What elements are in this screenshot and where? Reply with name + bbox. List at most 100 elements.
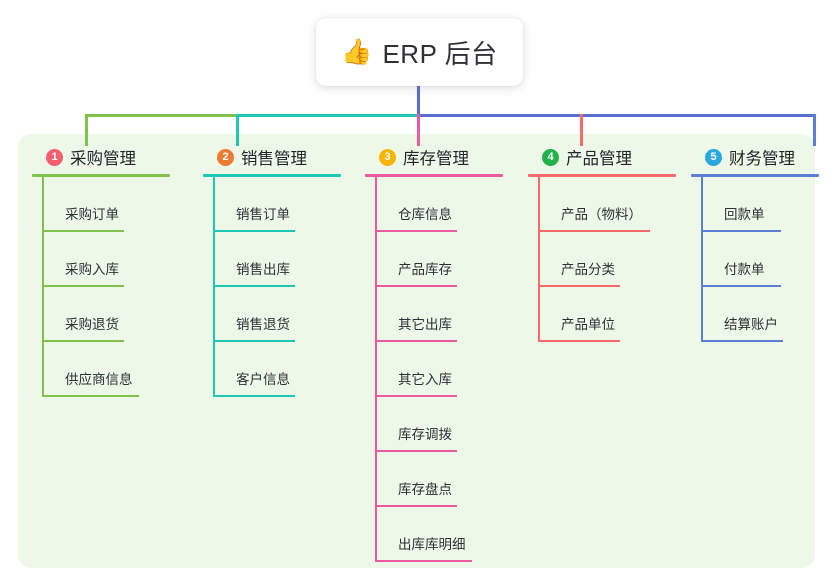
leaf-item[interactable]: 产品库存 bbox=[375, 232, 515, 287]
branch-header-3[interactable]: 3 库存管理 bbox=[365, 145, 515, 169]
leaf-item-underline bbox=[213, 395, 295, 397]
branch-items: 采购订单采购入库采购退货供应商信息 bbox=[42, 177, 182, 397]
branch-title: 销售管理 bbox=[241, 150, 307, 168]
branch-spine bbox=[375, 177, 377, 562]
leaf-item-underline bbox=[213, 340, 295, 342]
root-node-card[interactable]: 👍 ERP 后台 bbox=[316, 18, 523, 86]
leaf-item-label: 产品分类 bbox=[561, 262, 615, 277]
branch-header-5[interactable]: 5 财务管理 bbox=[691, 145, 831, 169]
root-node-title: ERP 后台 bbox=[382, 38, 498, 69]
leaf-item-label: 销售出库 bbox=[236, 262, 290, 277]
branch-drop-2 bbox=[236, 114, 239, 146]
leaf-item-label: 销售订单 bbox=[236, 207, 290, 222]
branch-title: 库存管理 bbox=[403, 150, 469, 168]
leaf-item-label: 采购订单 bbox=[65, 207, 119, 222]
leaf-item-underline bbox=[538, 285, 620, 287]
leaf-item-underline bbox=[42, 285, 124, 287]
branch-number-badge: 4 bbox=[542, 148, 559, 166]
leaf-item[interactable]: 付款单 bbox=[701, 232, 831, 287]
branch-number-badge: 1 bbox=[46, 148, 63, 166]
leaf-item[interactable]: 库存盘点 bbox=[375, 452, 515, 507]
leaf-item[interactable]: 库存调拨 bbox=[375, 397, 515, 452]
leaf-item-label: 产品（物料） bbox=[561, 207, 642, 222]
branch-header-2[interactable]: 2 销售管理 bbox=[203, 145, 353, 169]
leaf-item-underline bbox=[213, 285, 295, 287]
branch-number-badge: 2 bbox=[217, 148, 234, 166]
branch-drop-1 bbox=[85, 114, 88, 146]
trunk-connector bbox=[417, 86, 420, 116]
leaf-item-label: 回款单 bbox=[724, 207, 765, 222]
leaf-item-underline bbox=[375, 285, 457, 287]
leaf-item-underline bbox=[538, 340, 620, 342]
branch-underline bbox=[32, 174, 170, 177]
branch-column-4: 4 产品管理产品（物料） 产品分类产品单位 bbox=[528, 145, 688, 342]
leaf-item-underline bbox=[701, 340, 783, 342]
branch-items: 回款单付款单结算账户 bbox=[701, 177, 831, 342]
leaf-item[interactable]: 客户信息 bbox=[213, 342, 353, 397]
leaf-item-underline bbox=[701, 285, 781, 287]
leaf-item[interactable]: 产品单位 bbox=[538, 287, 688, 342]
bus-segment-blue bbox=[417, 114, 815, 117]
leaf-item[interactable]: 其它入库 bbox=[375, 342, 515, 397]
branch-title: 采购管理 bbox=[70, 150, 136, 168]
leaf-item-underline bbox=[213, 230, 295, 232]
leaf-item-label: 产品库存 bbox=[398, 262, 452, 277]
diagram-panel bbox=[18, 134, 815, 568]
leaf-item[interactable]: 采购退货 bbox=[42, 287, 182, 342]
branch-underline bbox=[528, 174, 676, 177]
leaf-item-underline bbox=[701, 230, 781, 232]
branch-items: 仓库信息产品库存其它出库其它入库库存调拨库存盘点出库库明细 bbox=[375, 177, 515, 562]
branch-underline bbox=[691, 174, 819, 177]
branch-spine bbox=[701, 177, 703, 342]
leaf-item-label: 销售退货 bbox=[236, 317, 290, 332]
leaf-item-label: 库存盘点 bbox=[398, 482, 452, 497]
leaf-item-underline bbox=[375, 395, 457, 397]
leaf-item[interactable]: 结算账户 bbox=[701, 287, 831, 342]
branch-column-3: 3 库存管理仓库信息产品库存其它出库其它入库库存调拨库存盘点出库库明细 bbox=[365, 145, 515, 562]
branch-drop-4 bbox=[580, 114, 583, 146]
leaf-item-label: 采购退货 bbox=[65, 317, 119, 332]
leaf-item-label: 供应商信息 bbox=[65, 372, 133, 387]
branch-column-2: 2 销售管理销售订单销售出库销售退货客户信息 bbox=[203, 145, 353, 397]
leaf-item-label: 其它入库 bbox=[398, 372, 452, 387]
branch-spine bbox=[538, 177, 540, 342]
leaf-item-underline bbox=[375, 340, 457, 342]
leaf-item[interactable]: 销售订单 bbox=[213, 177, 353, 232]
leaf-item-label: 客户信息 bbox=[236, 372, 290, 387]
leaf-item-underline bbox=[375, 505, 457, 507]
leaf-item-underline bbox=[375, 230, 457, 232]
leaf-item[interactable]: 销售出库 bbox=[213, 232, 353, 287]
leaf-item[interactable]: 出库库明细 bbox=[375, 507, 515, 562]
leaf-item[interactable]: 销售退货 bbox=[213, 287, 353, 342]
leaf-item-underline bbox=[42, 395, 139, 397]
leaf-item-label: 结算账户 bbox=[724, 317, 778, 332]
branch-number-badge: 5 bbox=[705, 148, 722, 166]
leaf-item[interactable]: 其它出库 bbox=[375, 287, 515, 342]
branch-title: 财务管理 bbox=[729, 150, 795, 168]
branch-spine bbox=[42, 177, 44, 397]
branch-underline bbox=[203, 174, 341, 177]
branch-drop-3 bbox=[417, 114, 420, 146]
leaf-item-underline bbox=[42, 230, 124, 232]
leaf-item[interactable]: 产品（物料） bbox=[538, 177, 688, 232]
leaf-item-label: 产品单位 bbox=[561, 317, 615, 332]
leaf-item-label: 采购入库 bbox=[65, 262, 119, 277]
leaf-item-label: 仓库信息 bbox=[398, 207, 452, 222]
branch-number-badge: 3 bbox=[379, 148, 396, 166]
leaf-item[interactable]: 仓库信息 bbox=[375, 177, 515, 232]
leaf-item[interactable]: 回款单 bbox=[701, 177, 831, 232]
leaf-item-label: 付款单 bbox=[724, 262, 765, 277]
thumbs-up-icon: 👍 bbox=[341, 37, 373, 66]
leaf-item[interactable]: 供应商信息 bbox=[42, 342, 182, 397]
leaf-item-underline bbox=[375, 450, 457, 452]
branch-items: 产品（物料） 产品分类产品单位 bbox=[538, 177, 688, 342]
leaf-item[interactable]: 产品分类 bbox=[538, 232, 688, 287]
branch-drop-5 bbox=[813, 114, 816, 146]
leaf-item[interactable]: 采购入库 bbox=[42, 232, 182, 287]
branch-header-4[interactable]: 4 产品管理 bbox=[528, 145, 688, 169]
branch-items: 销售订单销售出库销售退货客户信息 bbox=[213, 177, 353, 397]
bus-segment-teal bbox=[236, 114, 418, 117]
branch-title: 产品管理 bbox=[566, 150, 632, 168]
leaf-item[interactable]: 采购订单 bbox=[42, 177, 182, 232]
branch-header-1[interactable]: 1 采购管理 bbox=[32, 145, 182, 169]
